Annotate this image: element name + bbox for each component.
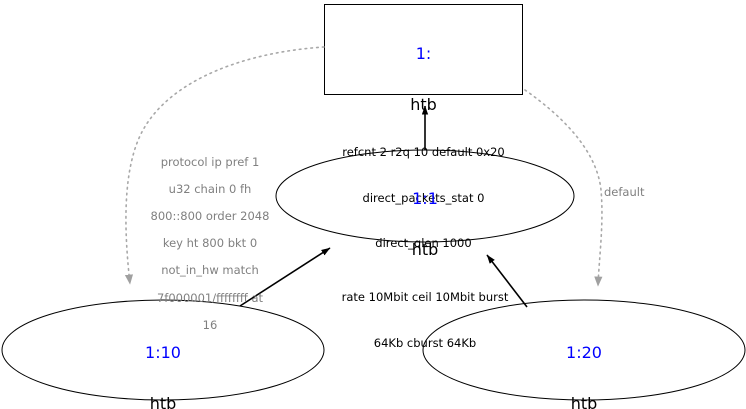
node-class11-shape[interactable] (275, 149, 575, 243)
edge-class120-to-class11 (486, 254, 528, 308)
edge-class110-to-class11 (239, 247, 331, 307)
node-class110-shape[interactable] (1, 299, 325, 401)
node-root-shape[interactable] (324, 4, 523, 95)
edge-root-to-class120-default (524, 89, 603, 287)
node-class120-shape[interactable] (422, 299, 746, 401)
edge-root-to-class110-filter (124, 46, 325, 285)
